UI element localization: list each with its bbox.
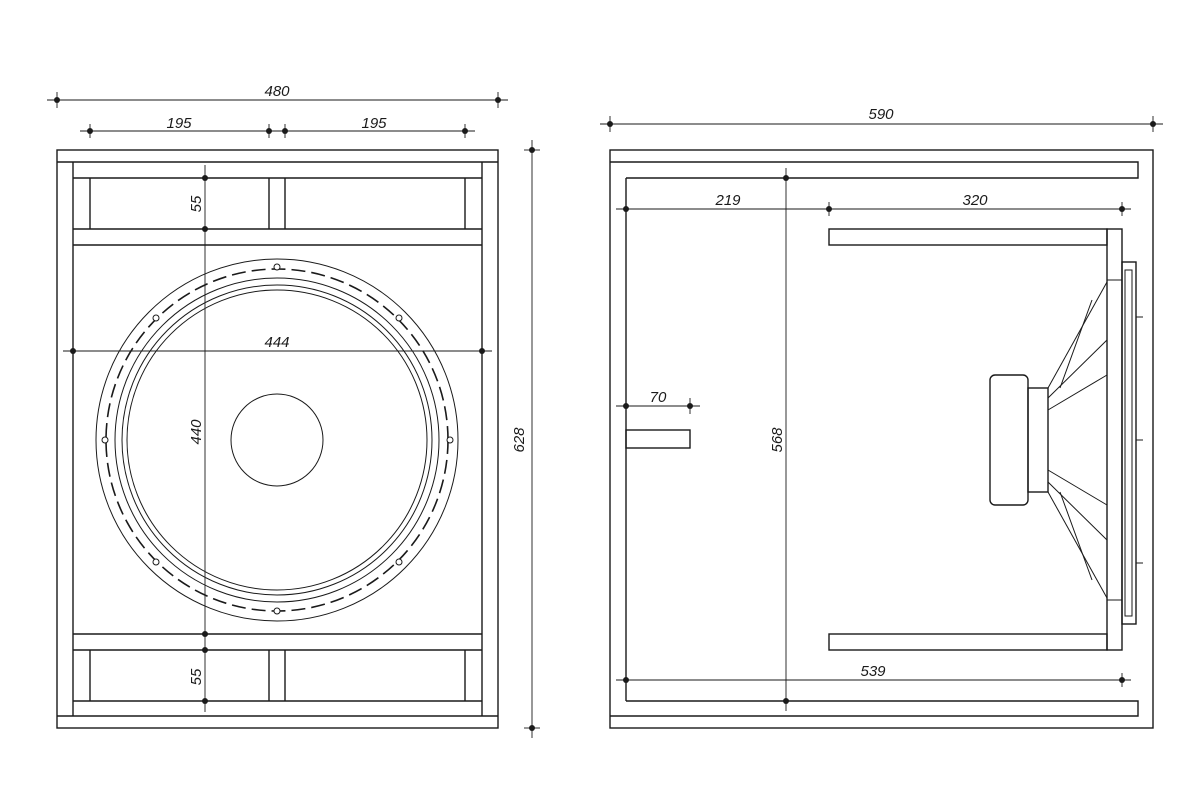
top-port — [73, 177, 482, 246]
dim-side-inner-height: 568 — [769, 168, 789, 711]
side-bottom-panel — [610, 700, 1139, 717]
magnet-plate — [1027, 387, 1049, 493]
label-front-width: 480 — [264, 83, 290, 100]
side-cabinet-outline — [609, 149, 1154, 729]
dim-front-width: 480 — [47, 83, 508, 108]
side-baffle — [1106, 228, 1123, 651]
front-cabinet-outline — [56, 149, 499, 729]
label-side-inner-height: 568 — [769, 427, 786, 453]
magnet — [989, 374, 1029, 506]
side-top-panel — [610, 161, 1139, 179]
front-view: 480 195 195 55 440 55 — [47, 83, 540, 738]
dim-port-widths: 195 195 — [80, 115, 475, 138]
dim-brace-length: 70 — [616, 389, 700, 414]
bottom-port — [73, 633, 482, 702]
label-side-inner-depth: 539 — [860, 663, 886, 680]
dim-side-offsets: 219 320 — [616, 192, 1131, 216]
side-top-port-wall — [828, 228, 1108, 246]
label-baffle-width: 444 — [264, 334, 289, 351]
side-bottom-port-wall — [828, 633, 1108, 651]
label-front-height: 628 — [511, 427, 528, 453]
dim-side-depth: 590 — [600, 106, 1163, 132]
dim-baffle-width: 444 — [63, 334, 492, 354]
dim-front-height: 628 — [511, 140, 540, 738]
dim-front-vertical: 55 440 55 — [188, 165, 208, 712]
label-port-height-bottom: 55 — [188, 668, 205, 685]
label-side-offset: 219 — [714, 192, 741, 209]
side-brace — [625, 429, 691, 449]
woofer-front — [95, 258, 459, 622]
label-side-depth: 590 — [868, 106, 894, 123]
label-baffle-height: 440 — [188, 419, 205, 445]
label-port-width-left: 195 — [166, 115, 192, 132]
dust-cap — [230, 393, 324, 487]
label-brace-length: 70 — [650, 389, 667, 406]
side-view: 590 219 320 70 568 — [600, 106, 1163, 729]
dim-side-inner-depth: 539 — [616, 663, 1131, 687]
woofer-side — [989, 261, 1143, 625]
label-port-height-top: 55 — [188, 195, 205, 212]
label-port-length: 320 — [962, 192, 988, 209]
label-port-width-right: 195 — [361, 115, 387, 132]
